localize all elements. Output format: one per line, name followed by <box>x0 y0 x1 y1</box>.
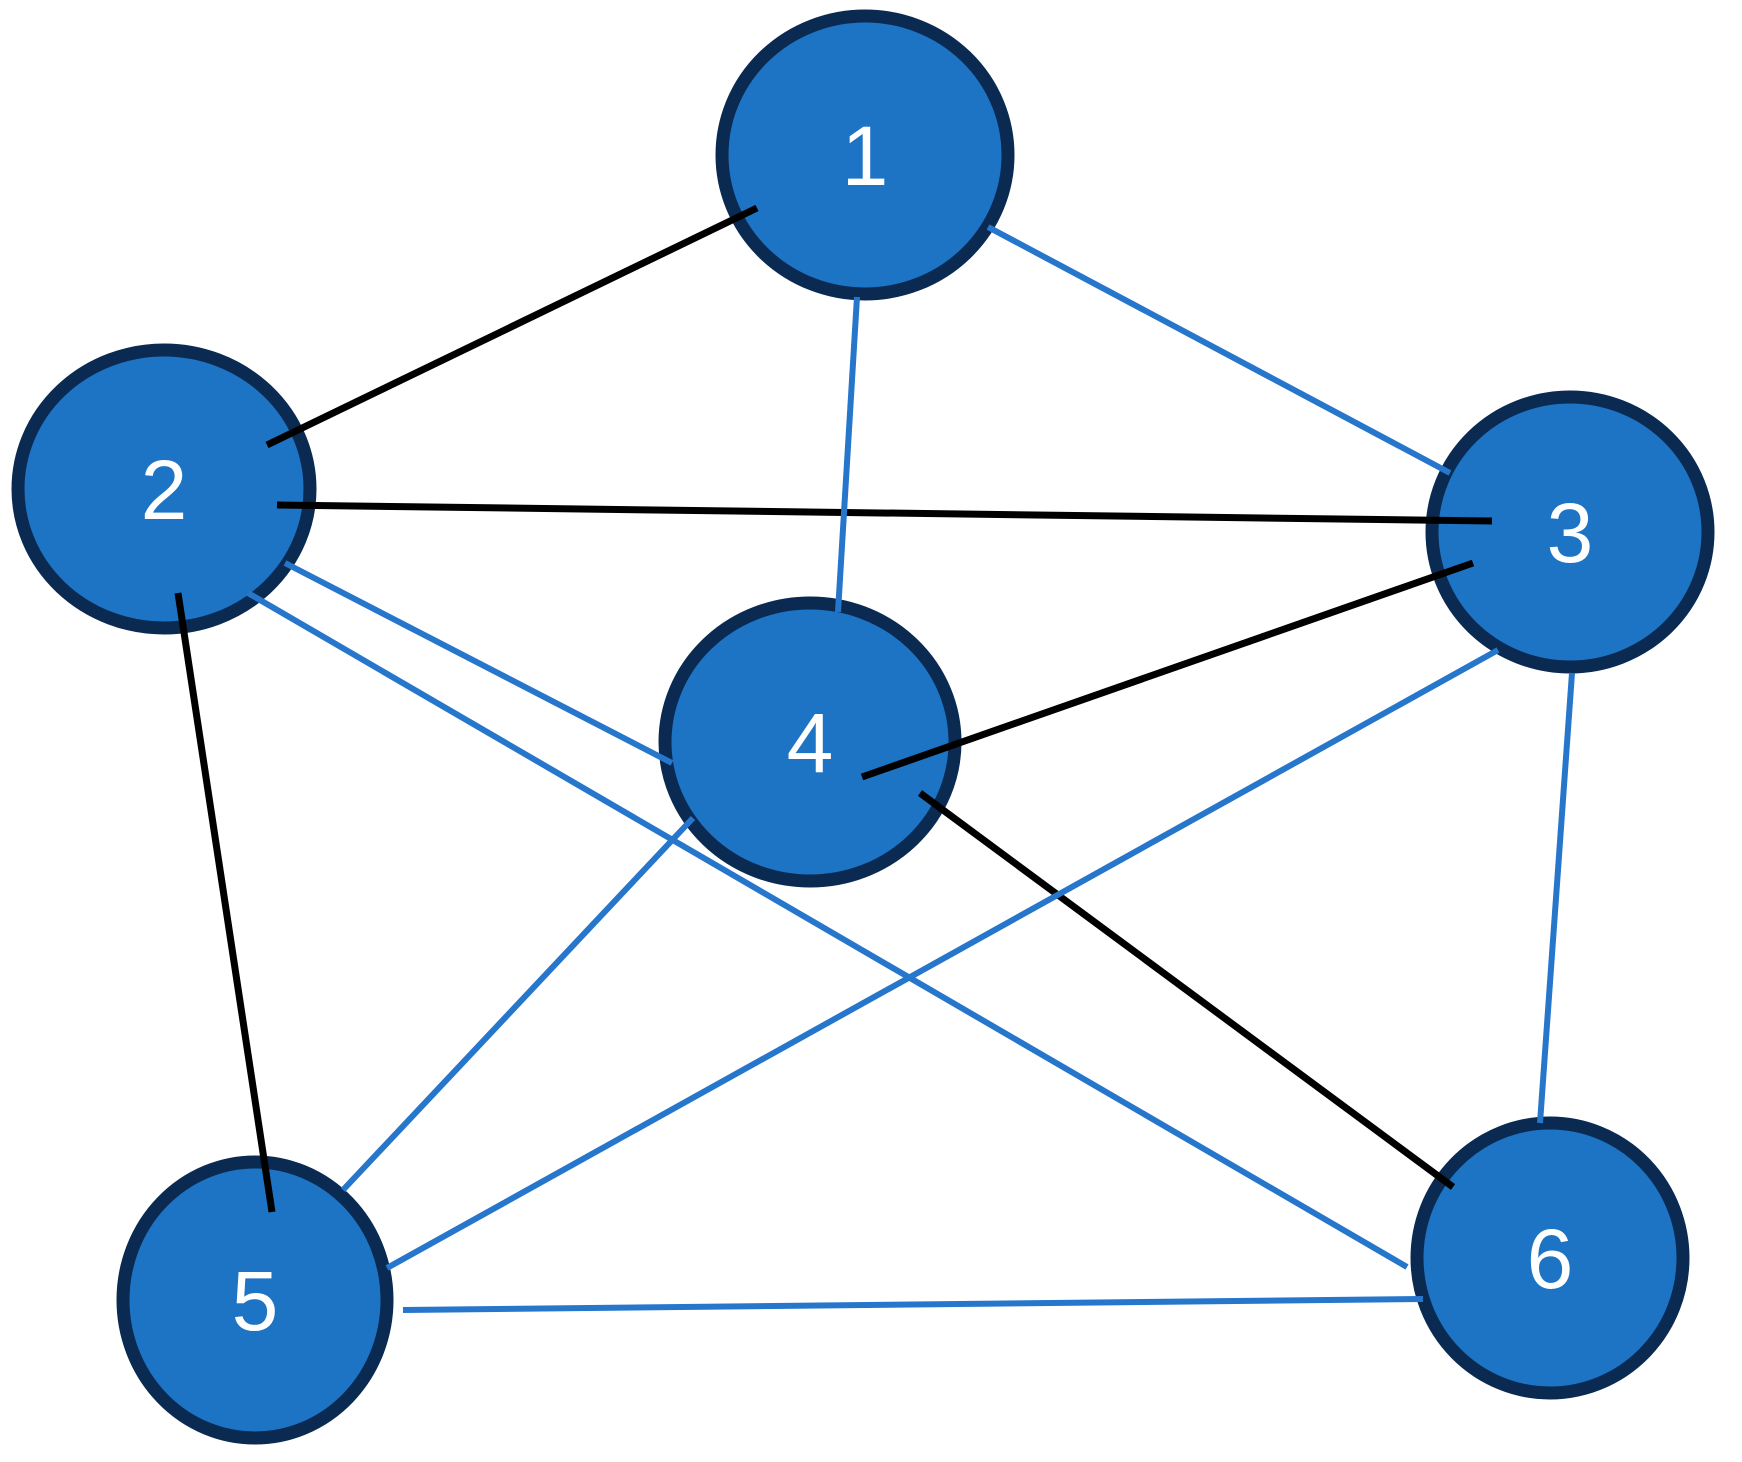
node-2 <box>11 343 317 635</box>
edge-3-6 <box>1537 672 1575 1124</box>
node-6 <box>1410 1116 1690 1400</box>
edge-2-5 <box>174 592 276 1213</box>
edge-2-4 <box>283 560 674 766</box>
edge-2-3 <box>276 501 1493 525</box>
edge-2-6 <box>246 590 1409 1270</box>
edge-3-5 <box>385 647 1500 1271</box>
node-3 <box>1425 390 1715 674</box>
edge-4-5 <box>340 815 696 1193</box>
node-3-label: 3 <box>1547 486 1594 580</box>
node-2-label: 2 <box>141 443 188 537</box>
node-1-label: 1 <box>842 109 889 203</box>
edge-1-4 <box>835 296 860 613</box>
edge-5-6 <box>402 1296 1424 1313</box>
node-4-label: 4 <box>787 696 834 790</box>
node-5-label: 5 <box>232 1254 279 1348</box>
node-5 <box>116 1155 394 1445</box>
node-layer: 1 2 3 4 5 6 <box>11 9 1715 1445</box>
node-1 <box>715 9 1015 301</box>
edge-3-4 <box>860 559 1475 781</box>
edge-4-6 <box>917 790 1456 1190</box>
edge-layer <box>174 204 1575 1313</box>
edge-1-2 <box>265 204 759 449</box>
edge-1-3 <box>986 224 1452 476</box>
node-6-label: 6 <box>1527 1212 1574 1306</box>
